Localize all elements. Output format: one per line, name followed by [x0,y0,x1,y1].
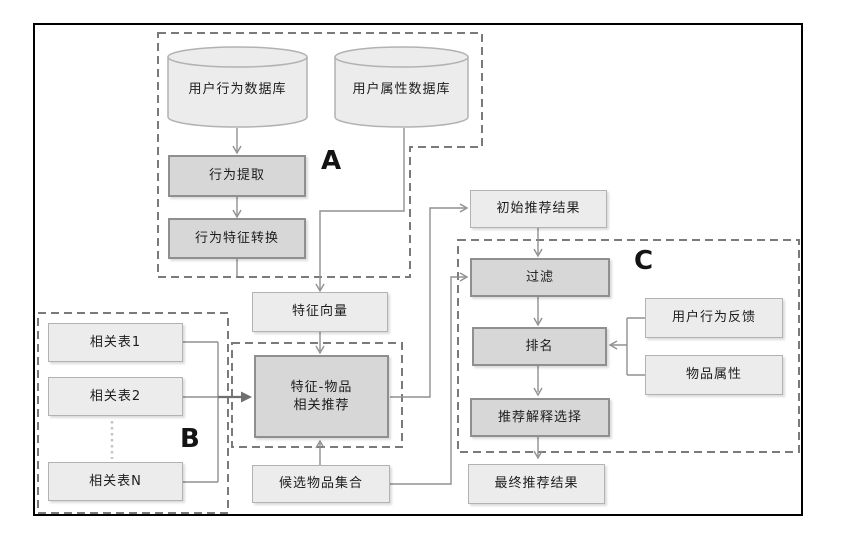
node-initial-results: 初始推荐结果 [470,190,607,228]
node-initial-results-label: 初始推荐结果 [496,201,581,217]
node-feature-item-rec-label-line2: 相关推荐 [293,397,350,413]
node-related-table-n-label: 相关表N [89,473,142,489]
node-feature-item-rec-label-line1: 特征-物品 [290,379,353,395]
node-feature-vector-label: 特征向量 [291,304,348,320]
node-behavior-extract-label: 行为提取 [208,168,265,184]
node-ranking: 排名 [472,327,607,366]
node-candidate-items-label: 候选物品集合 [278,476,363,492]
node-user-feedback: 用户行为反馈 [645,298,783,338]
node-filter: 过滤 [470,258,610,297]
node-related-table-n: 相关表N [48,462,183,501]
node-ranking-label: 排名 [525,338,554,354]
node-behavior-feature-convert-label: 行为特征转换 [194,230,279,246]
node-related-table-2: 相关表2 [48,377,183,416]
node-user-attr-db-label: 用户属性数据库 [352,81,451,97]
node-related-table-1-label: 相关表1 [89,334,142,350]
node-candidate-items: 候选物品集合 [252,465,390,503]
node-final-results: 最终推荐结果 [468,464,605,504]
group-a-label: A [321,146,342,176]
group-b-label: B [180,424,200,454]
node-item-attrs: 物品属性 [645,355,783,395]
node-filter-label: 过滤 [525,269,554,285]
node-feature-vector: 特征向量 [252,292,388,332]
node-item-attrs-label: 物品属性 [685,367,742,383]
node-behavior-feature-convert: 行为特征转换 [168,218,306,259]
node-user-behavior-db: 用户行为数据库 [170,74,305,100]
node-related-table-2-label: 相关表2 [89,388,142,404]
node-user-feedback-label: 用户行为反馈 [671,310,756,326]
node-user-attr-db: 用户属性数据库 [336,74,467,100]
node-behavior-extract: 行为提取 [168,155,306,197]
node-final-results-label: 最终推荐结果 [494,476,579,492]
node-explanation-select-label: 推荐解释选择 [497,409,582,425]
node-explanation-select: 推荐解释选择 [470,398,610,437]
node-related-table-1: 相关表1 [48,323,183,362]
group-c-label: C [634,246,654,276]
node-feature-item-rec: 特征-物品 相关推荐 [254,355,389,438]
node-user-behavior-db-label: 用户行为数据库 [188,81,287,97]
